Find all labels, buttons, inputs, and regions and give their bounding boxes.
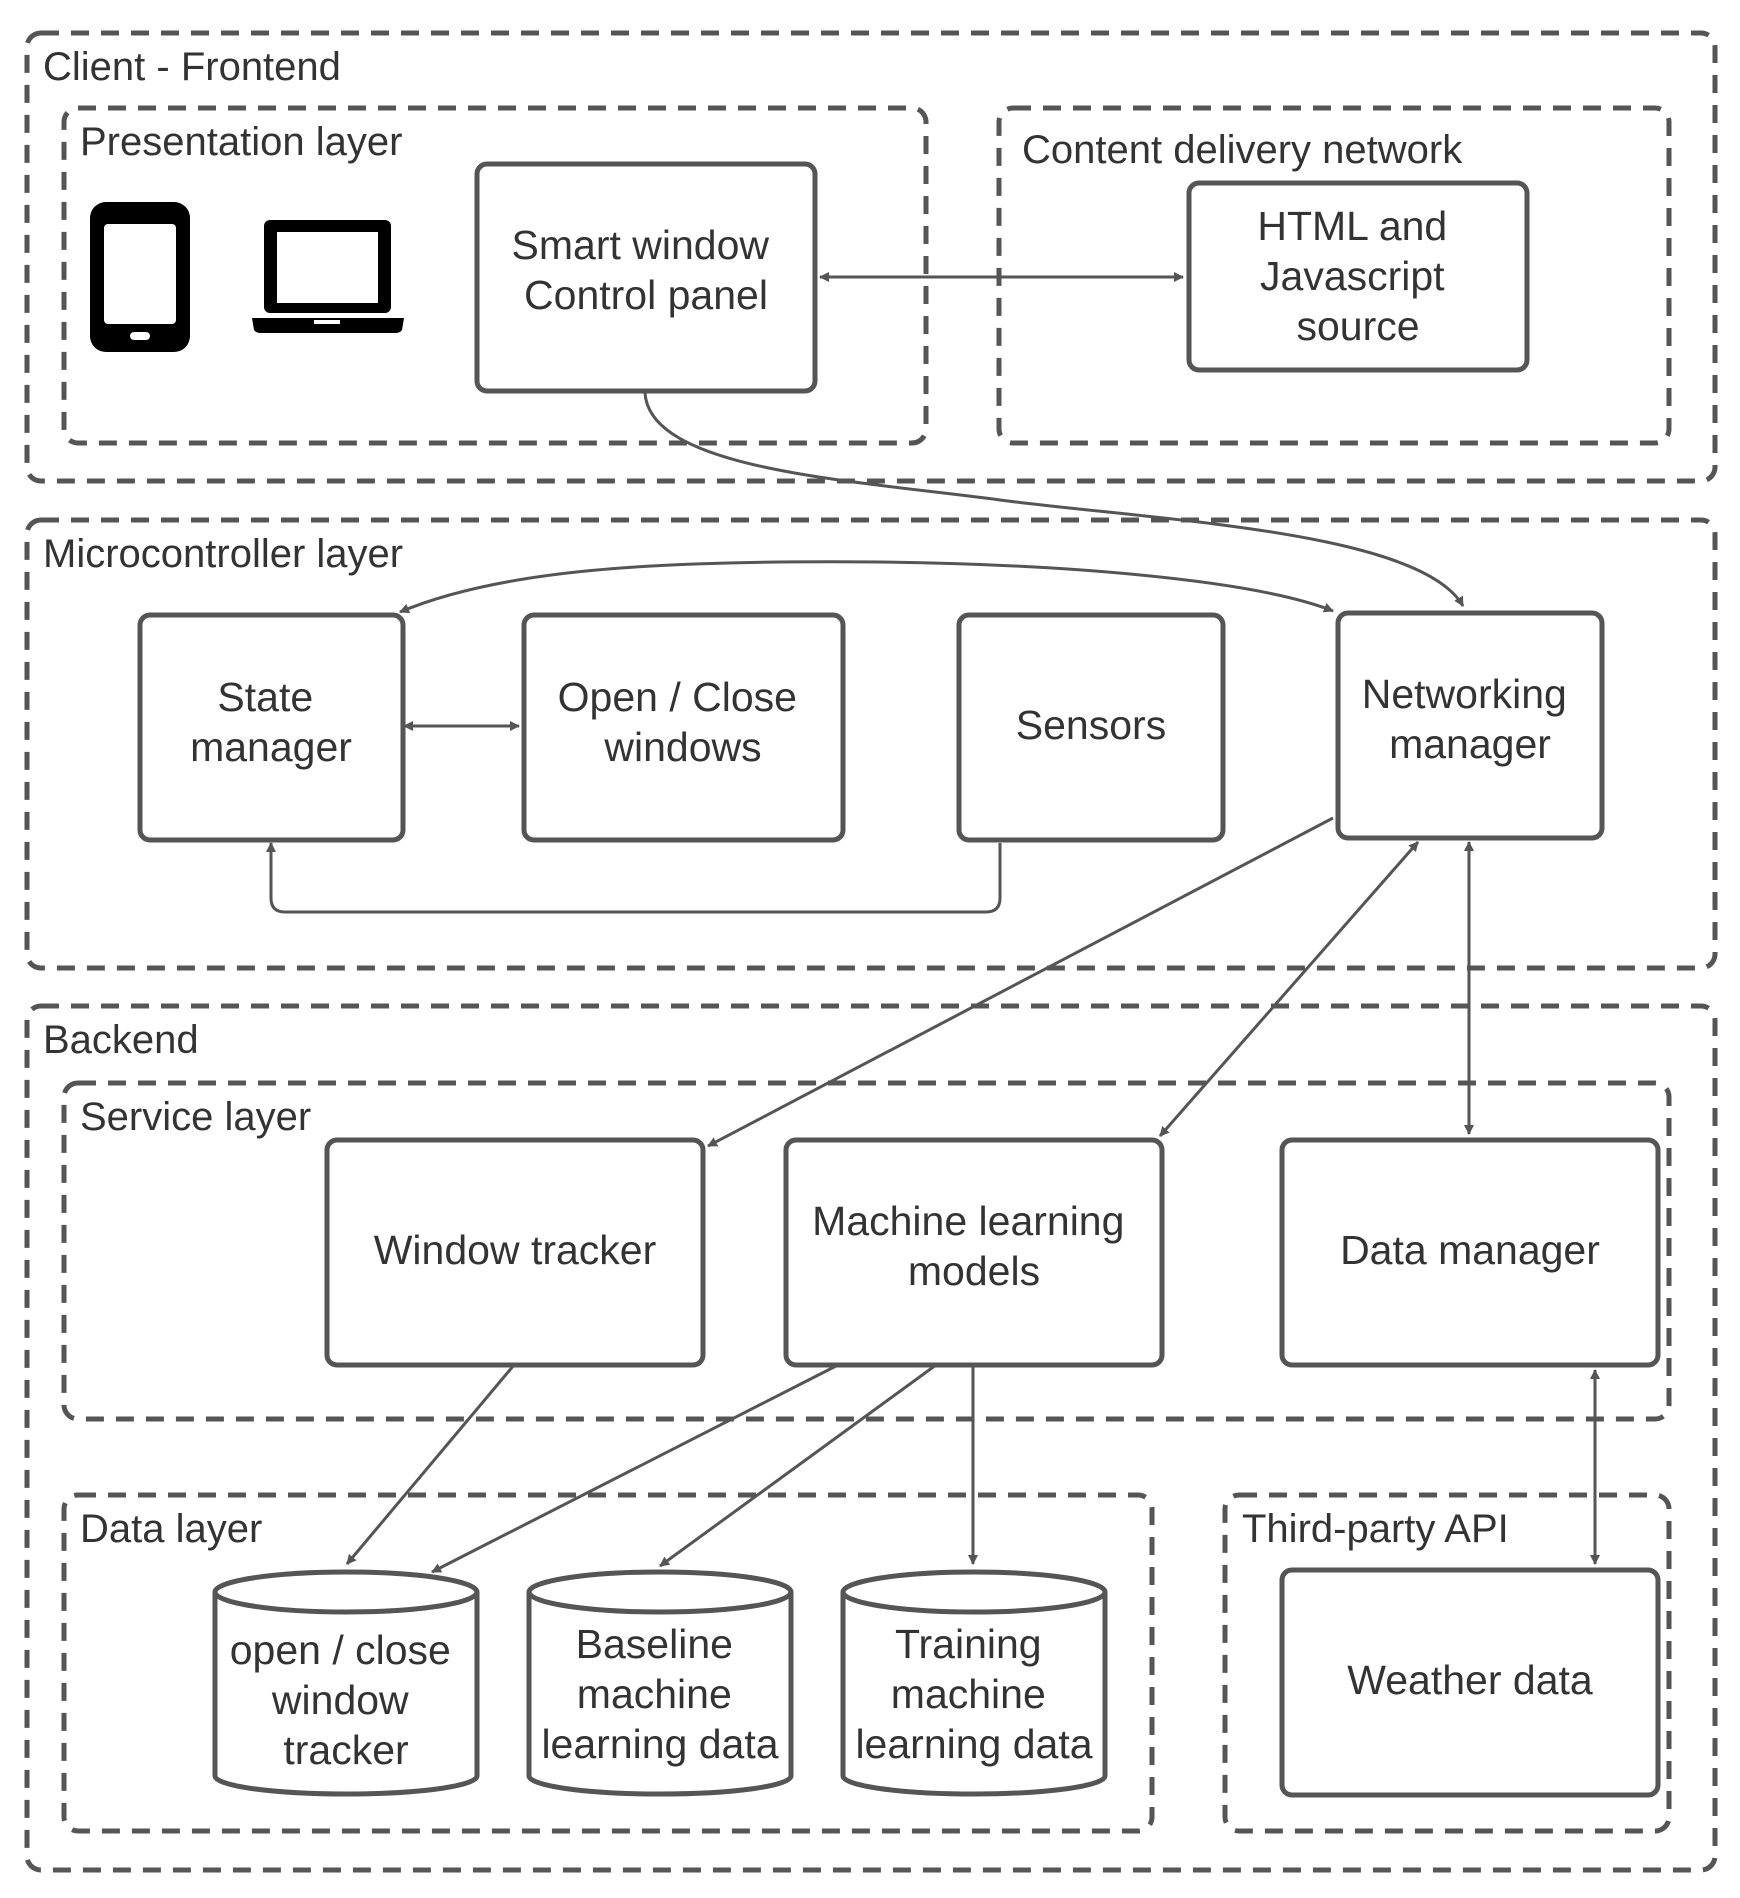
edge-window-tracker-db [345, 1364, 516, 1565]
node-networking-manager-label: Networking manager [1362, 671, 1579, 767]
node-training-ml-data-db [840, 1569, 1108, 1797]
group-backend [24, 1003, 1718, 1873]
node-open-close-tracker-db-label: open / close window tracker [230, 1627, 463, 1773]
edge-networking-window-tracker [707, 816, 1334, 1148]
node-window-tracker-label: Window tracker [374, 1227, 657, 1273]
edge-state-networking [399, 560, 1334, 614]
node-sensors-label: Sensors [1016, 702, 1166, 748]
node-baseline-ml-data-db-label: Baseline machine learning data [541, 1621, 778, 1767]
node-ml-models [783, 1137, 1165, 1368]
node-data-manager [1279, 1137, 1661, 1368]
laptop-icon [252, 220, 404, 333]
node-data-manager-label: Data manager [1340, 1227, 1600, 1273]
group-presentation-layer [61, 105, 929, 446]
node-weather-data-label: Weather data [1347, 1657, 1593, 1703]
group-third-party-api [1222, 1492, 1672, 1834]
node-window-tracker [324, 1137, 706, 1368]
group-presentation-layer-label: Presentation layer [80, 120, 402, 164]
node-open-close-windows [521, 612, 846, 843]
edge-networking-ml-models [1158, 841, 1420, 1137]
node-ml-models-label: Machine learning models [812, 1198, 1136, 1294]
group-client-frontend [24, 30, 1718, 484]
node-smart-window-control-panel [474, 161, 818, 394]
edge-ml-models-tracker-db [431, 1363, 839, 1574]
node-training-ml-data-db-label: Training machine learning data [855, 1621, 1092, 1767]
group-microcontroller-layer-label: Microcontroller layer [43, 532, 403, 576]
node-state-manager-label: State manager [190, 674, 352, 770]
group-third-party-api-label: Third-party API [1242, 1507, 1509, 1551]
group-cdn-label: Content delivery network [1022, 128, 1463, 172]
node-smart-window-control-panel-label: Smart window Control panel [512, 222, 781, 318]
node-html-js-source-label: HTML and Javascript source [1257, 203, 1458, 349]
node-state-manager [137, 612, 406, 843]
node-open-close-windows-label: Open / Close windows [558, 674, 809, 770]
group-service-layer [61, 1080, 1672, 1422]
edge-sensors-state [266, 842, 1002, 914]
group-data-layer-label: Data layer [80, 1507, 262, 1551]
group-service-layer-label: Service layer [80, 1095, 311, 1139]
group-microcontroller-layer [24, 517, 1718, 971]
edge-ml-models-baseline-db [659, 1363, 937, 1568]
edge-control-panel-networking [643, 392, 1465, 607]
group-client-frontend-label: Client - Frontend [43, 45, 341, 89]
group-data-layer [61, 1492, 1155, 1834]
node-baseline-ml-data-db [526, 1569, 794, 1797]
smartphone-icon [90, 202, 190, 352]
group-backend-label: Backend [43, 1018, 199, 1062]
node-open-close-tracker-db [212, 1569, 480, 1797]
node-html-js-source [1186, 180, 1530, 373]
node-weather-data [1279, 1567, 1661, 1798]
node-sensors [956, 612, 1226, 843]
node-networking-manager [1335, 610, 1605, 841]
